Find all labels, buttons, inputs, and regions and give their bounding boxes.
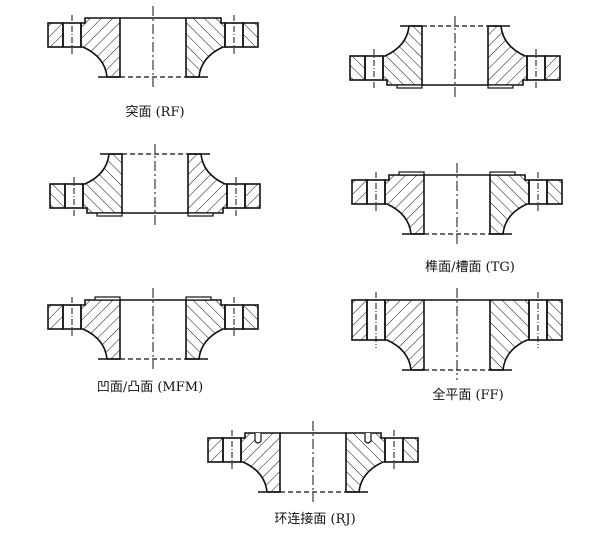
right-section: [349, 25, 423, 89]
flange-mfm-male: [47, 288, 259, 369]
flange-rim-section: [402, 437, 419, 463]
flange-rim-section: [544, 55, 561, 81]
flange-rim-section: [242, 304, 259, 330]
face-step: [398, 171, 425, 176]
right-section: [47, 296, 121, 360]
face-step: [187, 212, 214, 217]
face-step: [396, 84, 423, 89]
face-step: [487, 84, 514, 89]
caption-tg: 榫面/槽面 (TG): [425, 260, 515, 275]
hub-section: [487, 25, 528, 86]
left-section: [345, 430, 419, 493]
right-section: [47, 15, 121, 78]
caption-mfm: 凹面/凸面 (MFM): [96, 380, 204, 395]
flange-mfm-female: [49, 144, 261, 225]
caption-rj: 环连接面 (RJ): [274, 512, 356, 527]
hub-section: [185, 299, 226, 360]
hub-section: [489, 299, 530, 371]
hub-section: [187, 153, 228, 214]
face-step: [489, 171, 516, 176]
caption-ff: 全平面 (FF): [432, 388, 504, 403]
flange-rim-section: [49, 183, 66, 209]
flange-ff: [351, 288, 563, 380]
flange-rim-section: [242, 22, 259, 48]
left-section: [185, 15, 259, 78]
face-step: [94, 296, 121, 301]
hub-section: [384, 174, 425, 235]
flange-tg-tongue: [351, 163, 563, 244]
right-section: [207, 430, 281, 493]
hub-section: [82, 153, 123, 214]
left-section: [185, 296, 259, 360]
ring-groove: [364, 433, 372, 444]
hub-section: [382, 25, 423, 86]
hub-section: [80, 299, 121, 360]
flange-rim-section: [47, 304, 64, 330]
right-section: [351, 171, 425, 235]
left-section: [489, 292, 563, 371]
hub-section: [240, 432, 281, 493]
left-section: [487, 25, 561, 89]
hub-section: [345, 432, 386, 493]
flange-rim-section: [47, 22, 64, 48]
hub-section: [489, 174, 530, 235]
ring-groove: [254, 433, 262, 444]
flange-rj: [207, 421, 419, 502]
flange-rim-section: [351, 179, 368, 205]
face-step: [96, 212, 123, 217]
flange-rf: [47, 6, 259, 87]
flange-rim-section: [546, 299, 563, 341]
face-step: [185, 296, 212, 301]
flange-rim-section: [546, 179, 563, 205]
left-section: [489, 171, 563, 235]
caption-rf: 突面 (RF): [125, 105, 185, 120]
hub-section: [384, 299, 425, 371]
right-section: [49, 153, 123, 217]
right-section: [351, 292, 425, 371]
flange-tg-groove: [349, 16, 561, 97]
flange-rim-section: [349, 55, 366, 81]
hub-section: [185, 17, 226, 78]
left-section: [187, 153, 261, 217]
flange-rim-section: [207, 437, 224, 463]
hub-section: [80, 17, 121, 78]
flange-rim-section: [244, 183, 261, 209]
flange-rim-section: [351, 299, 368, 341]
